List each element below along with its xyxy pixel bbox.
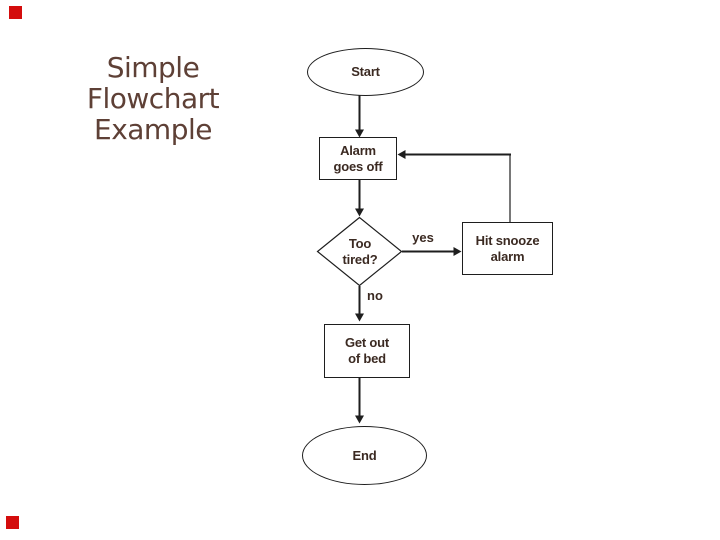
node-getup: Get out of bed (324, 324, 410, 378)
arrowhead-no-to-getup (355, 313, 364, 322)
node-snooze: Hit snooze alarm (462, 222, 553, 275)
arrowhead-loop-to-alarm (397, 150, 406, 159)
arrowhead-getup-to-end (355, 415, 364, 424)
decision-diamond-shape (316, 216, 403, 287)
node-start-label: Start (351, 64, 380, 79)
node-alarm-line-1: Alarm (340, 142, 376, 158)
slide-title-line-1: Simple (106, 51, 200, 84)
arrowhead-alarm-to-decision (355, 208, 364, 217)
node-snooze-label: Hit snooze alarm (476, 233, 540, 265)
red-square-decor-bottom-left (6, 516, 19, 529)
edge-label-no: no (367, 288, 383, 303)
node-getup-line-2: of bed (348, 351, 386, 366)
node-decision-line-1: Too (348, 236, 372, 251)
arrowhead-yes-to-snooze (453, 247, 462, 256)
node-decision-line-2: tired? (342, 252, 378, 267)
slide-title-line-3: Example (94, 113, 212, 146)
slide-title-line-2: Flowchart (86, 82, 220, 115)
arrowhead-start-to-alarm (355, 129, 364, 138)
node-snooze-line-2: alarm (490, 248, 525, 264)
node-end-label: End (352, 447, 377, 463)
node-decision: Too tired? (318, 218, 402, 286)
node-alarm-line-2: goes off (333, 158, 383, 174)
node-alarm-label: Alarm goes off (334, 143, 383, 175)
node-getup-label: Get out of bed (345, 335, 389, 367)
node-decision-label: Too tired? (343, 236, 378, 268)
node-start: Start (307, 48, 424, 96)
node-end: End (302, 426, 427, 485)
node-snooze-line-1: Hit snooze (475, 232, 540, 248)
node-alarm: Alarm goes off (319, 137, 397, 180)
slide-title: Simple Flowchart Example (48, 52, 258, 145)
node-getup-line-1: Get out (344, 335, 390, 350)
edge-label-yes: yes (412, 230, 434, 245)
red-square-decor-top-left (9, 6, 22, 19)
